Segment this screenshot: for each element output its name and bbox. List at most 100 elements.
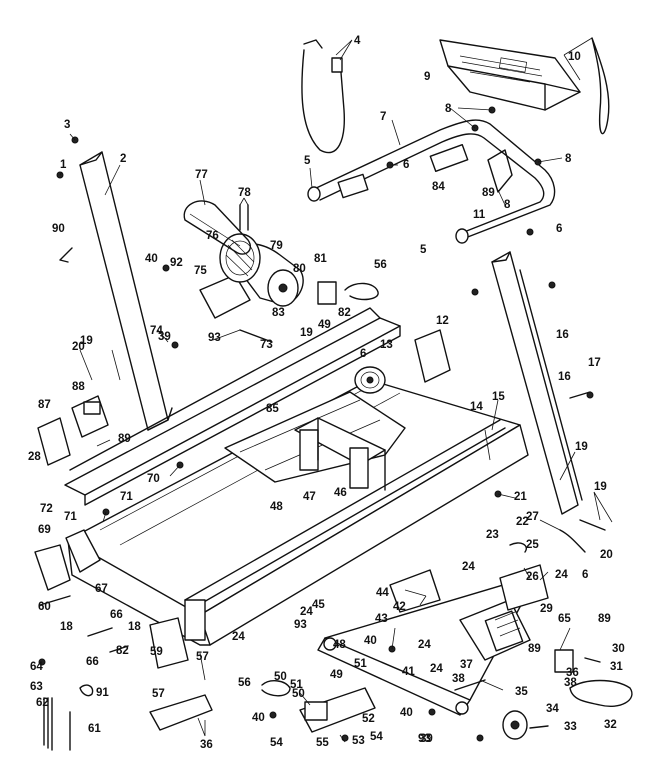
callout-label: 79 (270, 240, 283, 252)
callout-label: 56 (238, 677, 251, 689)
callout-label: 27 (526, 511, 539, 523)
callout-label: 39 (420, 733, 433, 745)
callout-label: 10 (568, 51, 581, 63)
incline-belt-part (569, 679, 633, 707)
callout-label: 40 (252, 712, 265, 724)
side-cap-part (37, 417, 71, 466)
callout-label: 40 (400, 707, 413, 719)
callout-label: 6 (403, 159, 409, 171)
callout-label: 26 (526, 571, 539, 583)
callout-label: 70 (147, 473, 160, 485)
callout-label: 41 (402, 666, 415, 678)
callout-label: 8 (565, 153, 572, 165)
callout-label: 4 (354, 35, 361, 47)
callout-label: 89 (528, 643, 541, 655)
callout-label: 11 (473, 209, 486, 221)
callout-label: 24 (430, 663, 443, 675)
right-upright-part (491, 251, 583, 515)
callout-label: 16 (558, 371, 571, 383)
callout-label: 89 (118, 433, 131, 445)
callout-label: 81 (314, 253, 327, 265)
wire-harness-part (344, 282, 379, 301)
left-side-rail-part (64, 307, 401, 506)
callout-label: 8 (445, 103, 452, 115)
callout-label: 50 (274, 671, 287, 683)
callout-label: 63 (30, 681, 43, 693)
callout-label: 66 (110, 609, 123, 621)
callout-label: 51 (290, 679, 303, 691)
center-support-part (294, 417, 386, 491)
console-part (439, 39, 581, 111)
callout-label: 91 (96, 687, 109, 699)
callout-label: 24 (232, 631, 245, 643)
motor-control-part (317, 281, 337, 305)
callout-label: 19 (594, 481, 607, 493)
callout-label: 88 (72, 381, 85, 393)
callout-label: 48 (270, 501, 283, 513)
callout-label: 23 (486, 529, 499, 541)
callout-label: 87 (38, 399, 51, 411)
callout-label: 24 (418, 639, 431, 651)
callout-label: 6 (360, 348, 366, 360)
motor-belt-part (183, 200, 252, 255)
callout-label: 12 (436, 315, 449, 327)
callout-label: 40 (364, 635, 377, 647)
callout-label: 5 (420, 244, 427, 256)
callout-label: 18 (60, 621, 73, 633)
callout-label: 14 (470, 401, 483, 413)
callout-label: 83 (272, 307, 285, 319)
callout-label: 73 (260, 339, 273, 351)
mount-bracket-part (389, 569, 441, 613)
leader-lines (59, 37, 613, 743)
console-cable-part (591, 37, 610, 135)
callout-label: 49 (330, 669, 343, 681)
callout-label: 19 (80, 335, 93, 347)
hood-end-cap-part (414, 329, 451, 383)
callout-label: 51 (354, 658, 367, 670)
front-bracket-part (299, 687, 376, 733)
callout-label: 28 (28, 451, 41, 463)
callout-label: 22 (516, 516, 529, 528)
callout-label: 67 (95, 583, 108, 595)
callout-label: 32 (604, 719, 617, 731)
callout-label: 46 (334, 487, 347, 499)
callout-label: 34 (546, 703, 559, 715)
callout-label: 3 (64, 119, 70, 131)
callout-label: 6 (582, 569, 588, 581)
callout-label: 15 (492, 391, 505, 403)
callout-label: 93 (208, 332, 221, 344)
callout-label: 45 (312, 599, 325, 611)
callout-label: 36 (566, 667, 579, 679)
callout-label: 6 (556, 223, 562, 235)
callout-label: 48 (333, 639, 346, 651)
parts-drawing (34, 37, 633, 751)
callout-label: 60 (38, 601, 51, 613)
callout-label: 33 (564, 721, 577, 733)
callout-label: 43 (375, 613, 388, 625)
callout-label: 36 (200, 739, 213, 751)
callout-label: 19 (300, 327, 313, 339)
callout-label: 47 (303, 491, 316, 503)
callout-label: 25 (526, 539, 539, 551)
callout-label: 21 (514, 491, 527, 503)
drive-motor-part (199, 233, 304, 319)
callout-label: 24 (300, 606, 313, 618)
callout-label: 54 (270, 737, 283, 749)
callout-label: 24 (555, 569, 568, 581)
rear-foot-part (149, 617, 189, 669)
callout-label: 16 (556, 329, 569, 341)
callout-labels: 1 2 3 4 5 5 6 6 6 6 7 8 8 8 9 10 11 12 1… (28, 35, 625, 751)
callout-label: 7 (380, 111, 386, 123)
safety-key-clip-part (331, 57, 343, 73)
callout-label: 38 (564, 677, 577, 689)
callout-label: 71 (64, 511, 77, 523)
incline-motor-part (459, 599, 531, 661)
callout-label: 90 (52, 223, 65, 235)
callout-label: 29 (540, 603, 553, 615)
callout-label: 80 (293, 263, 306, 275)
callout-label: 17 (588, 357, 601, 369)
callout-label: 78 (238, 187, 251, 199)
callout-label: 85 (266, 403, 279, 415)
callout-label: 71 (120, 491, 133, 503)
